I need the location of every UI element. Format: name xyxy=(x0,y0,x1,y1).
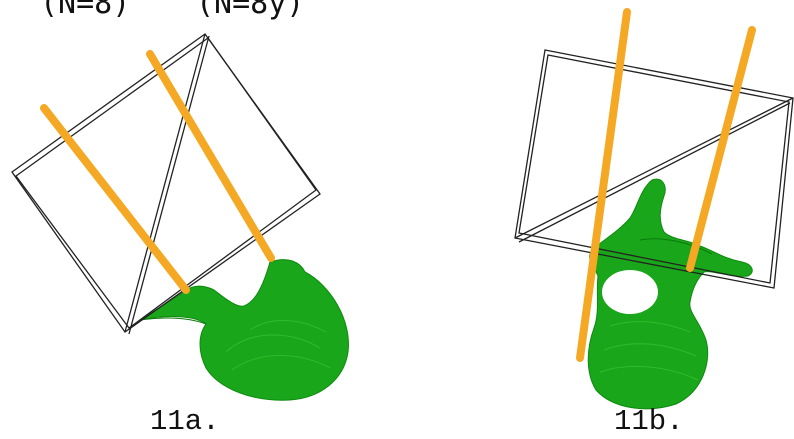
screw-left-11a xyxy=(40,104,190,294)
top-caption-left: (N=8) xyxy=(40,0,131,21)
figure-11b xyxy=(514,8,794,410)
wire-cube-11b xyxy=(514,49,794,289)
figure-label-11a: 11a. xyxy=(150,405,220,438)
top-caption-right: (N=8y) xyxy=(196,0,305,21)
screw-left-11b xyxy=(576,8,631,362)
vertebra-11a xyxy=(139,259,349,401)
vertebra-11b xyxy=(587,178,753,410)
screws-11a xyxy=(40,50,275,294)
screws-11b xyxy=(576,8,756,362)
top-caption: (N=8) (N=8y) xyxy=(0,0,794,21)
figure-11a xyxy=(11,33,349,401)
spinal-canal-11b xyxy=(602,270,658,314)
figure-label-11b: 11b. xyxy=(614,405,684,438)
screw-right-11b xyxy=(686,26,756,272)
wire-cube-11a xyxy=(11,33,321,335)
screw-right-11a xyxy=(146,50,275,262)
